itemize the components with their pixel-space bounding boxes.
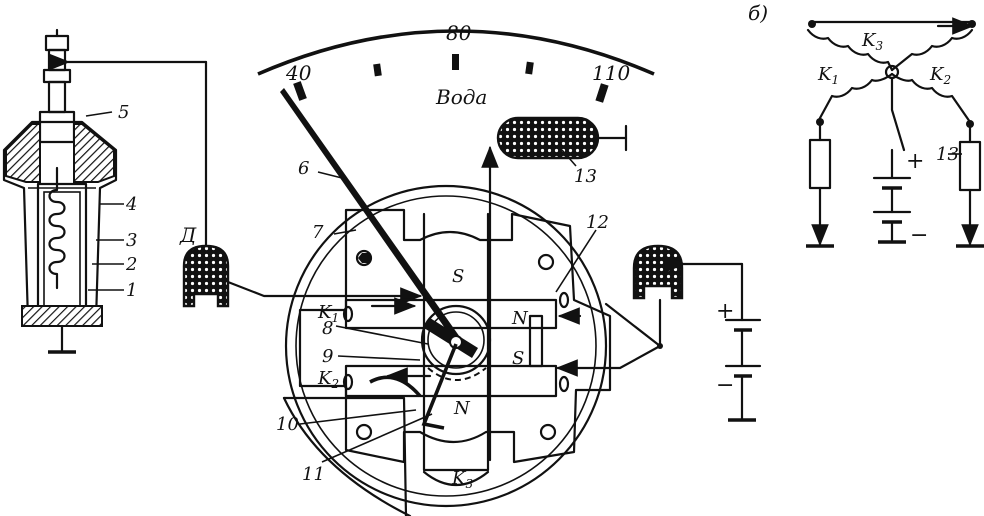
- schematic-minus: −: [910, 223, 928, 248]
- schematic-k3-label: K3: [861, 30, 883, 53]
- connector-d-label: Д: [179, 223, 197, 247]
- pole-n-bottom: N: [453, 398, 471, 419]
- k2-label: K2: [317, 368, 339, 391]
- callout-12: 12: [586, 212, 609, 233]
- callout-4: 4: [125, 194, 137, 215]
- callout-13: 13: [574, 166, 597, 187]
- callout-11: 11: [302, 464, 325, 485]
- connector-d: Д: [179, 223, 423, 308]
- gauge-callouts: 6 7 8 9 10 11 12 13: [276, 149, 609, 485]
- k1-label: K1: [317, 302, 339, 325]
- pole-n-right: N: [511, 308, 529, 329]
- panel-b-label: б): [748, 1, 768, 25]
- battery-plus: +: [716, 299, 734, 324]
- k3-label: K3: [451, 468, 473, 491]
- pole-s-right: S: [512, 348, 524, 369]
- resistor-13: [496, 116, 628, 160]
- callout-1: 1: [126, 280, 137, 301]
- sensor-callouts: 5 4 3 2 1: [85, 102, 137, 301]
- callout-10: 10: [276, 414, 299, 435]
- right-connector-battery: + −: [632, 244, 762, 422]
- schematic-k1-label: K1: [817, 64, 839, 87]
- scale-tick-110: 110: [592, 61, 630, 85]
- scale-tick-40: 40: [285, 61, 312, 85]
- schematic-panel: б) K3 K: [748, 1, 984, 248]
- callout-9: 9: [322, 346, 333, 367]
- battery-minus: −: [716, 373, 734, 398]
- callout-8: 8: [322, 318, 333, 339]
- callout-3: 3: [126, 230, 137, 251]
- schematic-plus: +: [906, 149, 924, 174]
- schematic-k2-label: K2: [929, 64, 951, 87]
- scale-tick-80: 80: [446, 21, 472, 45]
- temperature-sensor: [2, 28, 208, 354]
- schematic-resistor-13-label: 13: [936, 144, 959, 165]
- callout-7: 7: [312, 222, 324, 243]
- callout-6: 6: [298, 158, 309, 179]
- gauge-wiring: [370, 145, 663, 462]
- callout-5: 5: [118, 102, 129, 123]
- callout-2: 2: [125, 254, 137, 275]
- scale-word: Вода: [435, 85, 487, 109]
- coil-labels: K1 K2 K3 S N S N: [317, 266, 529, 491]
- gauge-scale: 40 80 110 Вода: [257, 21, 655, 109]
- pole-s-top: S: [452, 266, 464, 287]
